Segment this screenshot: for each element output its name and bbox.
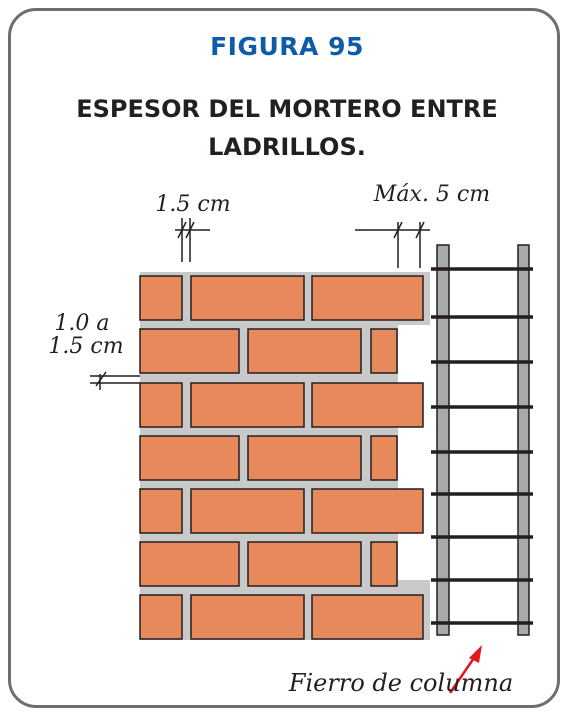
brick (370, 328, 398, 374)
figure-number: FIGURA 95 (210, 32, 364, 61)
brick (311, 275, 424, 321)
gap-max-dimension (355, 221, 430, 268)
rebar-pointer-arrow (448, 645, 482, 694)
brick (311, 382, 424, 428)
brick (139, 435, 240, 481)
joint-vertical-label: 1.5 cm (155, 192, 230, 217)
brick (370, 435, 398, 481)
joint-horizontal-label-1: 1.0 a (54, 311, 109, 336)
brick (370, 541, 398, 587)
brick (190, 275, 305, 321)
rebar-post-left (436, 244, 450, 636)
brick (190, 594, 305, 640)
joint-vertical-dimension (175, 218, 210, 262)
brick (139, 541, 240, 587)
brick (139, 594, 183, 640)
brick (139, 382, 183, 428)
column-rebar-label: Fierro de columna (288, 669, 513, 697)
joint-horizontal-dimension (90, 371, 140, 390)
brick (190, 382, 305, 428)
brick (139, 328, 240, 374)
brick (139, 275, 183, 321)
column-rebar (431, 244, 533, 636)
brick (247, 541, 362, 587)
brick-courses (139, 275, 424, 640)
brick (311, 488, 424, 534)
mortar-offset (398, 325, 430, 580)
figure-title: ESPESOR DEL MORTERO ENTRE LADRILLOS. (60, 90, 514, 166)
brick (190, 488, 305, 534)
brick (247, 328, 362, 374)
rebar-stirrups (431, 267, 533, 625)
figure-title-line-2: LADRILLOS. (208, 133, 366, 161)
gap-max-label: Máx. 5 cm (373, 182, 490, 207)
brick (139, 488, 183, 534)
brick (311, 594, 424, 640)
brick (247, 435, 362, 481)
figure-title-line-1: ESPESOR DEL MORTERO ENTRE (76, 95, 498, 123)
joint-horizontal-label-2: 1.5 cm (48, 334, 123, 359)
rebar-post-right (517, 244, 530, 636)
